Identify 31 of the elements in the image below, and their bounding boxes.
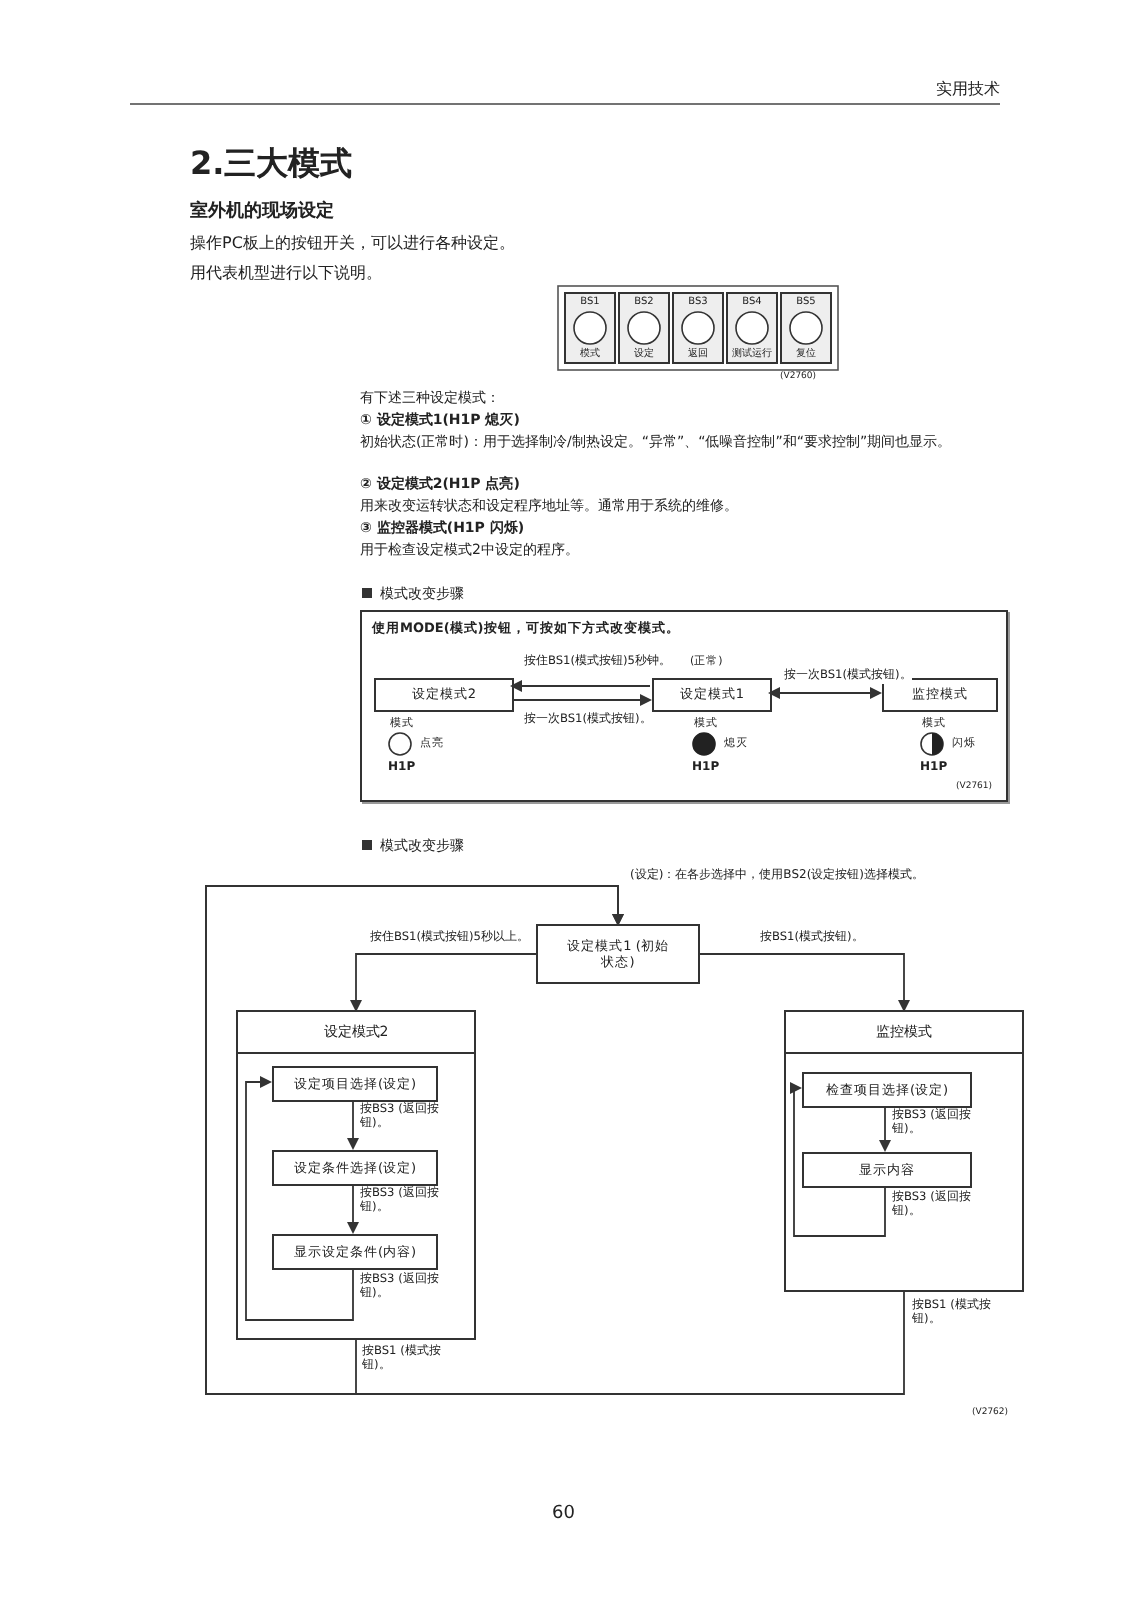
push-button [780, 292, 832, 364]
push-button [618, 292, 670, 364]
header-text: 实用技术 [934, 80, 1000, 100]
arrow [347, 1183, 359, 1234]
process-box [272, 1066, 438, 1102]
push-button [672, 292, 724, 364]
arrow [879, 1105, 891, 1152]
process-box [802, 1152, 972, 1188]
body-text: 操作PC板上的按钮开关，可以进行各种设定。 [190, 234, 515, 254]
arrow [511, 694, 652, 706]
arrow [350, 953, 537, 1012]
process-box [802, 1072, 972, 1108]
arrow [790, 1082, 886, 1237]
arrow [768, 687, 882, 699]
arrow [347, 1099, 359, 1150]
process-box [374, 678, 514, 712]
process-box [536, 924, 700, 984]
body-text: 用代表机型进行以下说明。 [190, 264, 382, 284]
push-button [564, 292, 616, 364]
arrow [205, 885, 905, 1395]
page-number: 60 [552, 1504, 575, 1526]
process-box [272, 1234, 438, 1270]
arrow [245, 1076, 354, 1321]
process-box [652, 678, 772, 712]
page-title: 2.三大模式 [190, 144, 353, 183]
arrow [510, 680, 651, 692]
push-button [726, 292, 778, 364]
subheading: 室外机的现场设定 [190, 202, 334, 224]
process-box [272, 1150, 438, 1186]
panel-frame [360, 610, 1008, 802]
arrow [699, 953, 910, 1012]
